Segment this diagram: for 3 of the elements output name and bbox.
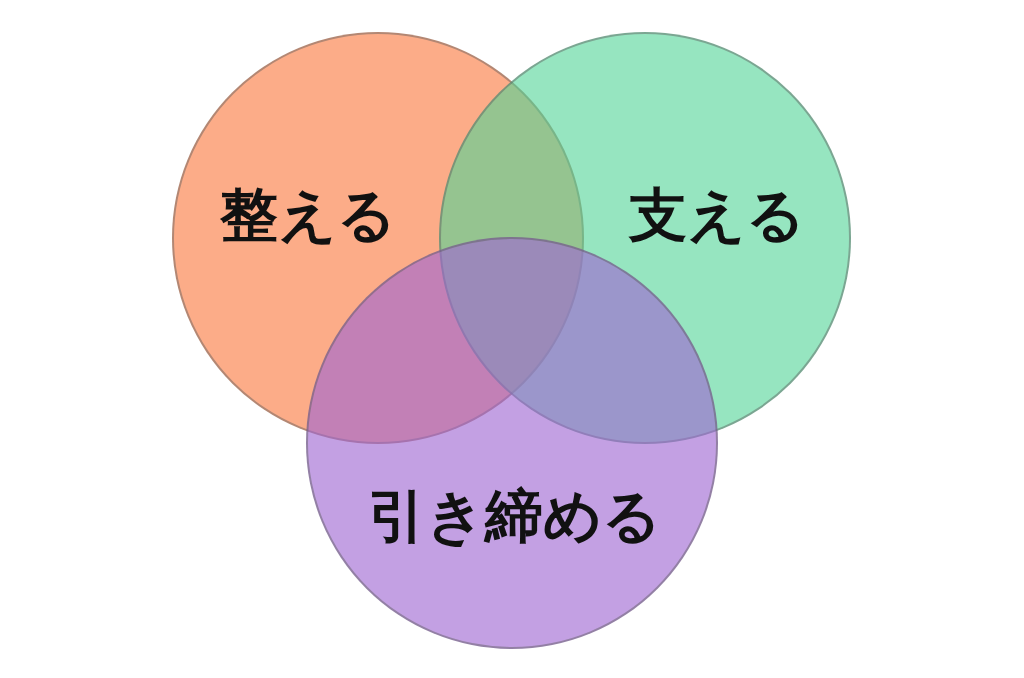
- circle-label: 整える: [220, 180, 396, 251]
- circle-label: 引き締める: [367, 481, 661, 552]
- circle-label: 支える: [629, 180, 805, 251]
